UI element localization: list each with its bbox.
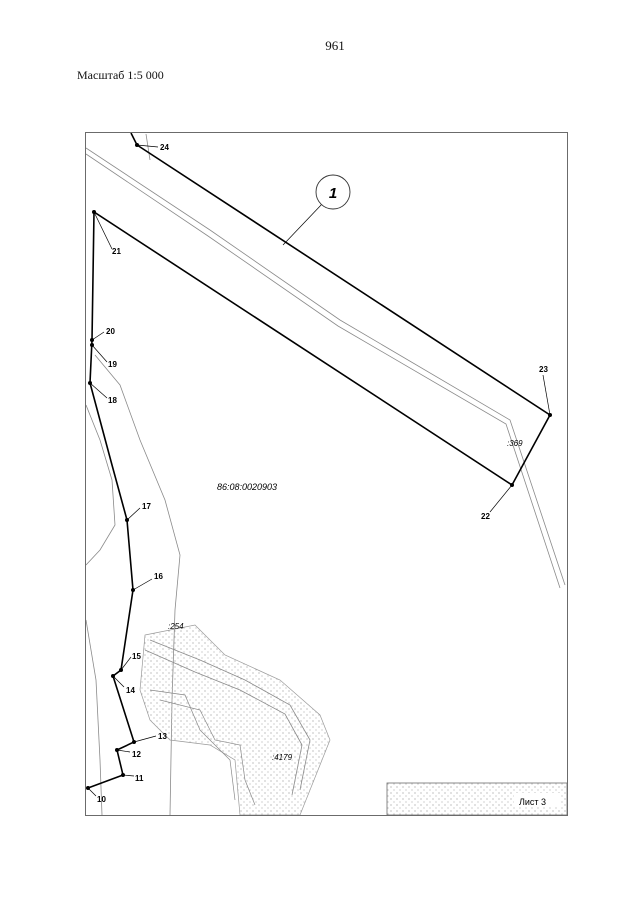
point-label-13: 13: [158, 732, 167, 741]
leader-10: [87, 787, 97, 797]
road-line-upper: [86, 147, 566, 586]
point-label-22: 22: [481, 512, 490, 521]
sheet-stamp: Лист 3: [386, 782, 567, 815]
map-frame: [85, 132, 568, 816]
leader-18: [89, 382, 108, 399]
point-label-24: 24: [160, 143, 169, 152]
settlement-road-4: [149, 689, 236, 801]
settlement-road-1: [149, 639, 311, 791]
leader-11: [122, 774, 135, 777]
stream-line: [145, 133, 151, 161]
sheet-label: Лист 3: [519, 797, 546, 807]
zone-boundary: [87, 133, 552, 789]
point-label-11: 11: [135, 774, 144, 783]
settlement-road-2: [144, 649, 303, 796]
settlement-road-3: [159, 699, 256, 806]
scale-label: Масштаб 1:5 000: [77, 68, 164, 82]
zone-marker: 1: [315, 174, 351, 210]
page-number: 961: [325, 38, 345, 53]
sheet-stamp-text-bg: [514, 793, 560, 807]
leader-20: [91, 331, 105, 341]
leader-19: [91, 344, 108, 363]
point-label-18: 18: [108, 396, 117, 405]
point-label-15: 15: [132, 652, 141, 661]
parcel-line-bottom: [86, 619, 103, 815]
leader-22: [489, 484, 513, 513]
parcel-254-boundary: [94, 354, 181, 815]
point-label-17: 17: [142, 502, 151, 511]
leader-24: [136, 144, 159, 148]
leader-15: [120, 656, 132, 671]
leader-14: [112, 675, 125, 688]
point-label-12: 12: [132, 750, 141, 759]
leader-13: [133, 735, 157, 743]
parcel-label-4179: :4179: [272, 753, 293, 762]
zone-boundary-upper: [87, 133, 552, 789]
leader-12: [116, 749, 131, 753]
parcel-label-254: :254: [168, 622, 184, 631]
point-label-21: 21: [112, 247, 121, 256]
leader-17: [126, 507, 141, 521]
point-label-20: 20: [106, 327, 115, 336]
point-label-14: 14: [126, 686, 135, 695]
leader-16: [132, 578, 153, 591]
cadastral-block-label: 86:08:0020903: [217, 482, 277, 492]
leader-23: [542, 374, 551, 416]
zone-marker-circle: [315, 174, 351, 210]
settlement-area: [139, 624, 331, 815]
road-line-lower: [86, 153, 561, 589]
settlement-dots-polygon: [139, 624, 331, 815]
sheet-stamp-box: [386, 782, 567, 815]
parcel-label-369: :369: [507, 439, 523, 448]
label-leaders: [87, 144, 551, 797]
zone-marker-label: 1: [329, 185, 337, 202]
leader-21: [93, 211, 113, 250]
point-label-19: 19: [108, 360, 117, 369]
parcel-line-left: [86, 404, 116, 566]
leader-zone: [282, 202, 324, 246]
point-label-10: 10: [97, 795, 106, 804]
point-label-23: 23: [539, 365, 548, 374]
point-label-16: 16: [154, 572, 163, 581]
